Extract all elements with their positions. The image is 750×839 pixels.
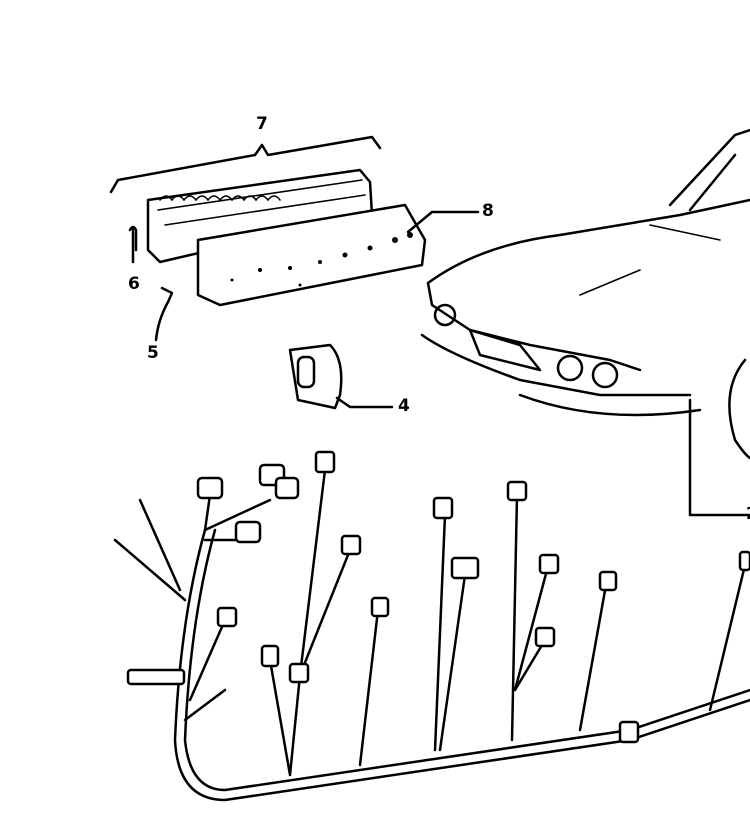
- label-part-5: 5: [147, 343, 159, 363]
- label-part-8: 8: [482, 201, 494, 221]
- label-part-7: 7: [256, 114, 268, 134]
- label-part-4: 4: [398, 396, 410, 416]
- bracket-7: [109, 135, 382, 194]
- cluster-cover: [196, 203, 427, 307]
- bulb-holder-5: [154, 286, 174, 342]
- car-body: [420, 128, 750, 517]
- label-part-2: 2: [746, 506, 750, 523]
- switch-4: [288, 343, 394, 410]
- wiring-harness: [113, 450, 750, 802]
- leader-8: [406, 210, 480, 234]
- label-part-6: 6: [128, 274, 140, 294]
- bulb-6: [128, 225, 138, 264]
